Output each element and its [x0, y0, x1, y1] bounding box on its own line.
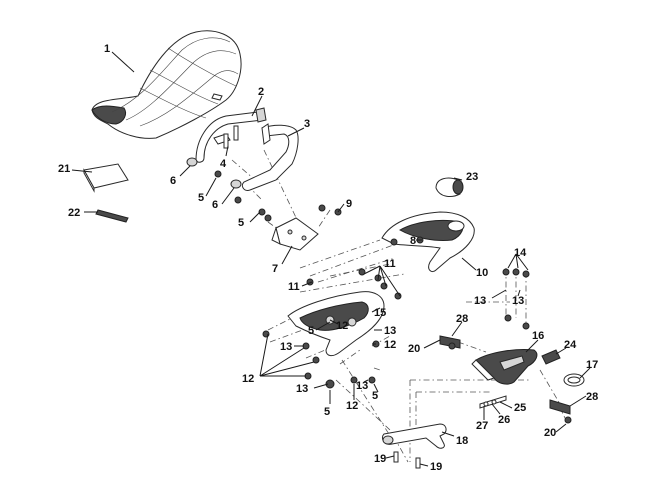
- callout-1: 1: [104, 43, 110, 55]
- rear-undertray: [287, 291, 385, 357]
- bolts-4: [223, 125, 239, 149]
- callout-4: 4: [220, 158, 227, 170]
- callout-22: 22: [68, 207, 80, 219]
- callout-12: 12: [336, 320, 348, 332]
- owner-manual: [83, 163, 129, 193]
- callout-16: 16: [532, 330, 544, 342]
- tool-strap: [95, 209, 129, 223]
- callout-18: 18: [456, 435, 468, 447]
- spacers-6: [186, 157, 242, 189]
- callout-15: 15: [374, 307, 386, 319]
- callout-14: 14: [514, 247, 527, 259]
- callout-6: 6: [170, 175, 176, 187]
- callout-19: 19: [374, 453, 386, 465]
- tail-cowl: [381, 211, 475, 273]
- callout-7: 7: [272, 263, 278, 275]
- callout-28: 28: [456, 313, 468, 325]
- callout-3: 3: [304, 118, 310, 130]
- grab-rail: [195, 107, 267, 163]
- callout-25: 25: [514, 402, 526, 414]
- callout-labels: 1 2 3 4 5 5 5 5 5 6 6 7 8 9 10 11 11 12 …: [58, 43, 598, 473]
- callout-11: 11: [288, 281, 300, 293]
- callout-13: 13: [384, 325, 396, 337]
- callout-13: 13: [512, 295, 524, 307]
- callout-5: 5: [308, 325, 314, 337]
- rear-frame-bracket: [241, 123, 299, 191]
- rear-light-assembly: [471, 349, 538, 385]
- seat: [91, 30, 242, 139]
- callout-13: 13: [474, 295, 486, 307]
- callout-11: 11: [384, 258, 396, 270]
- callout-20: 20: [408, 343, 420, 355]
- mounting-plate: [271, 217, 319, 251]
- gasket-ring: [563, 373, 585, 387]
- callout-12: 12: [384, 339, 396, 351]
- callout-10: 10: [476, 267, 488, 279]
- callout-6: 6: [212, 199, 218, 211]
- callout-13: 13: [296, 383, 308, 395]
- lower-bracket: [381, 423, 447, 449]
- licence-plate-light: [541, 349, 561, 365]
- callout-13: 13: [280, 341, 292, 353]
- callout-20: 20: [544, 427, 556, 439]
- callout-5: 5: [238, 217, 244, 229]
- callout-2: 2: [258, 86, 264, 98]
- callout-8: 8: [410, 235, 416, 247]
- callout-21: 21: [58, 163, 70, 175]
- callout-12: 12: [346, 400, 358, 412]
- mounting-hardware: [479, 395, 507, 409]
- callout-19: 19: [430, 461, 442, 473]
- callout-17: 17: [586, 359, 598, 371]
- callout-12: 12: [242, 373, 254, 385]
- callout-13: 13: [356, 380, 368, 392]
- callout-5: 5: [324, 406, 330, 418]
- callout-23: 23: [466, 171, 478, 183]
- callout-24: 24: [564, 339, 577, 351]
- callout-28: 28: [586, 391, 598, 403]
- callout-5: 5: [372, 390, 378, 402]
- callout-27: 27: [476, 420, 488, 432]
- rubber-cap: [435, 177, 464, 197]
- fasteners: [214, 170, 572, 469]
- leader-lines: [71, 51, 591, 467]
- callout-26: 26: [498, 414, 510, 426]
- callout-9: 9: [346, 198, 352, 210]
- callout-5: 5: [198, 192, 204, 204]
